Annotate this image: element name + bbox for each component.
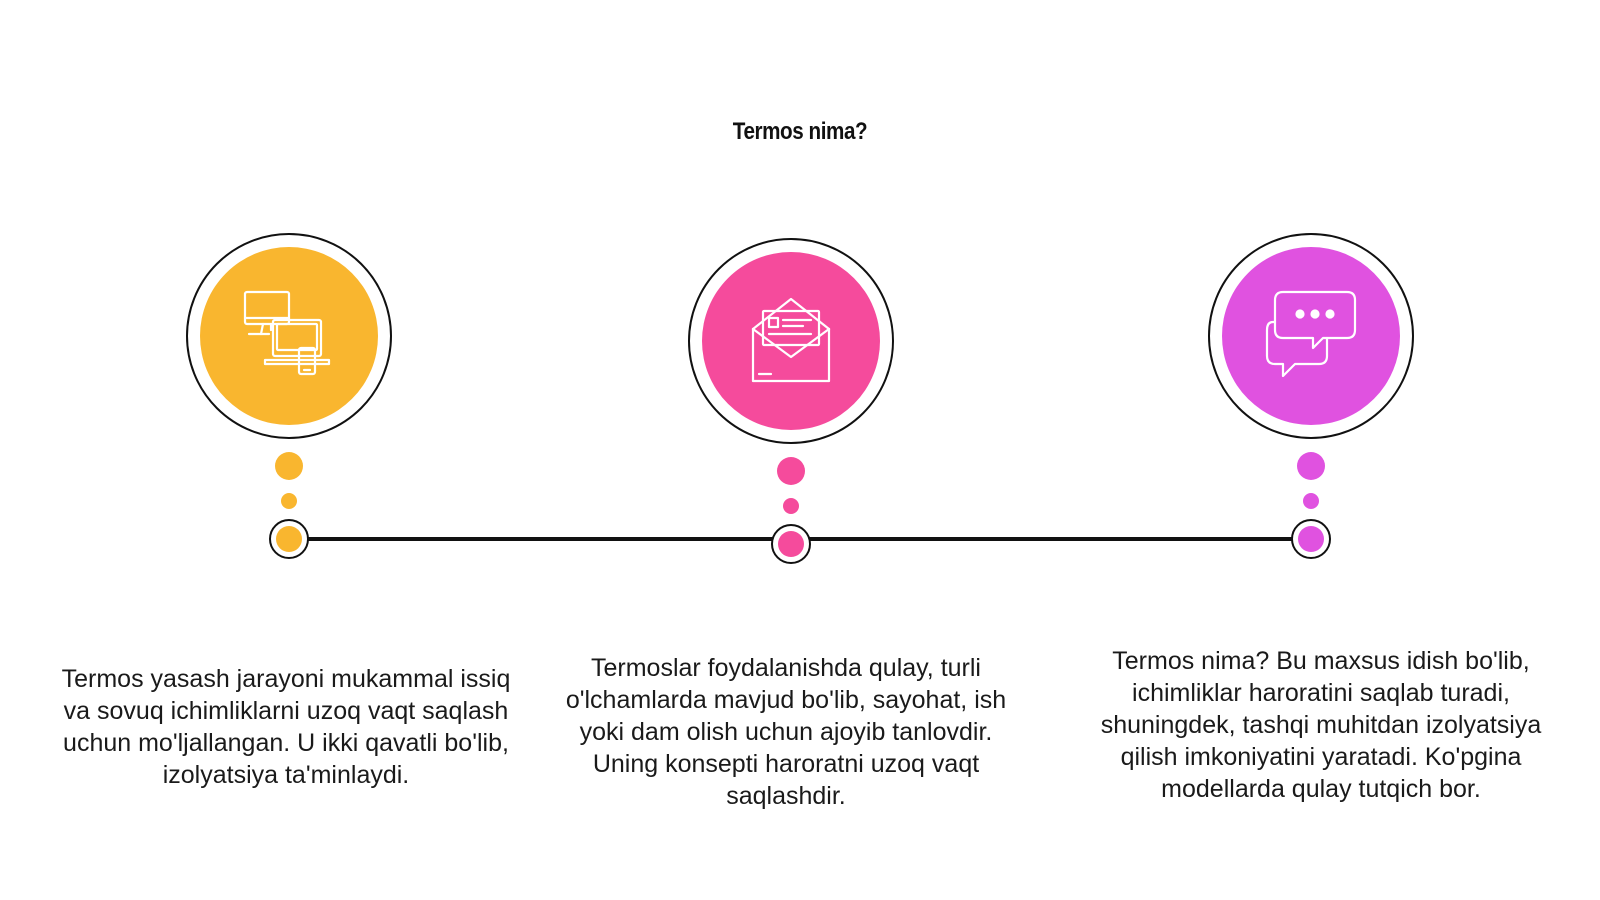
step-1-dot-large: [275, 452, 303, 480]
step-2-dot-large: [777, 457, 805, 485]
step-1-anchor-dot: [276, 526, 302, 552]
chat-bubbles-icon: [1265, 290, 1357, 378]
step-2-disc: [702, 252, 880, 430]
step-2-anchor-dot: [778, 531, 804, 557]
step-2-dot-small: [783, 498, 799, 514]
envelope-icon: [751, 297, 831, 383]
step-3-dot-small: [1303, 493, 1319, 509]
step-2-text: Termoslar foydalanishda qulay, turli o'l…: [565, 654, 1007, 810]
step-3-dot-large: [1297, 452, 1325, 480]
devices-icon: [243, 290, 331, 376]
slide-title: Termos nima?: [732, 118, 868, 145]
step-3-text: Termos nima? Bu maxsus idish bo'lib, ich…: [1100, 647, 1542, 803]
step-1-dot-small: [281, 493, 297, 509]
step-1-disc: [200, 247, 378, 425]
step-1-text: Termos yasash jarayoni mukammal issiq va…: [61, 665, 511, 789]
step-3-anchor-dot: [1298, 526, 1324, 552]
step-3-disc: [1222, 247, 1400, 425]
